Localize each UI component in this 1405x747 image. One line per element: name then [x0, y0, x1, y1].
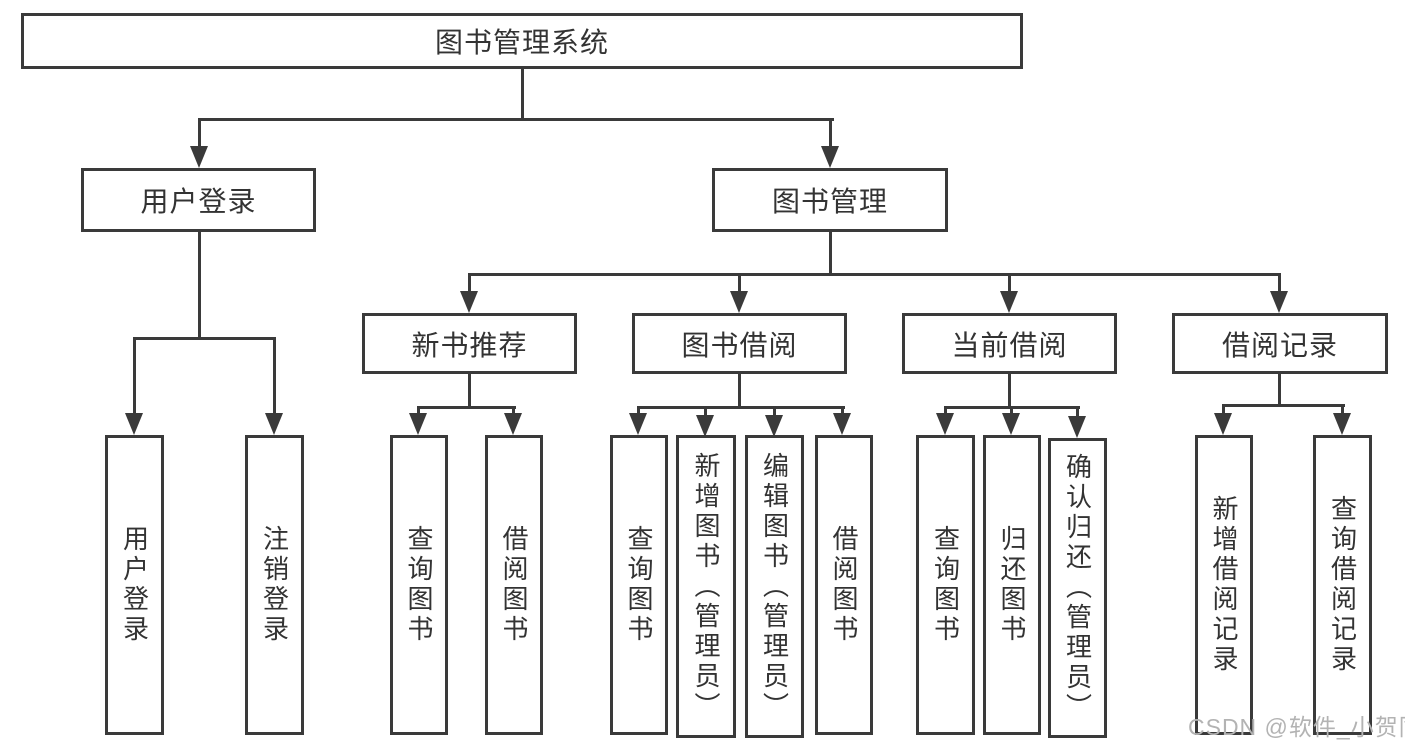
- connector-line: [198, 232, 201, 340]
- arrowhead-down-icon: [833, 413, 851, 435]
- node-leaf-add-record: 新增借阅记录: [1195, 435, 1253, 735]
- connector-line: [1341, 407, 1344, 415]
- connector-line: [704, 409, 707, 417]
- node-current-borrow: 当前借阅: [902, 313, 1117, 374]
- node-label: 新书推荐: [411, 329, 528, 361]
- node-new-book-rec: 新书推荐: [362, 313, 577, 374]
- connector-line: [637, 406, 845, 409]
- arrowhead-down-icon: [1214, 413, 1232, 435]
- node-label: 当前借阅: [951, 329, 1068, 361]
- connector-line: [521, 69, 524, 121]
- arrowhead-down-icon: [1333, 413, 1351, 435]
- node-leaf-return-book: 归还图书: [983, 435, 1041, 735]
- node-label: 借阅图书: [499, 525, 529, 645]
- connector-line: [468, 276, 471, 294]
- arrowhead-down-icon: [629, 413, 647, 435]
- connector-line: [273, 340, 276, 418]
- connector-line: [133, 340, 136, 418]
- node-root: 图书管理系统: [21, 13, 1023, 69]
- node-label: 查询图书: [404, 525, 434, 645]
- connector-line: [468, 374, 471, 408]
- node-leaf-query-book-3: 查询图书: [916, 435, 975, 735]
- arrowhead-down-icon: [696, 415, 714, 437]
- node-leaf-confirm-return: 确认归还（管理员）: [1048, 438, 1107, 738]
- connector-line: [829, 121, 832, 151]
- connector-line: [1278, 276, 1281, 294]
- arrowhead-down-icon: [460, 291, 478, 313]
- node-leaf-user-login: 用户登录: [105, 435, 164, 735]
- connector-line: [468, 273, 1281, 276]
- node-label: 编辑图书（管理员）: [759, 451, 790, 722]
- connector-line: [773, 409, 776, 417]
- arrowhead-down-icon: [125, 413, 143, 435]
- node-label: 查询借阅记录: [1327, 495, 1358, 675]
- node-leaf-query-book-1: 查询图书: [390, 435, 448, 735]
- connector-line: [738, 374, 741, 408]
- connector-line: [1222, 407, 1225, 415]
- connector-line: [1008, 276, 1011, 294]
- node-label: 注销登录: [259, 525, 290, 645]
- node-label: 图书借阅: [681, 329, 798, 361]
- arrowhead-down-icon: [1000, 291, 1018, 313]
- node-leaf-query-book-2: 查询图书: [610, 435, 668, 735]
- node-label: 图书管理系统: [434, 27, 609, 58]
- connector-line: [738, 276, 741, 294]
- arrowhead-down-icon: [936, 413, 954, 435]
- node-label: 新增借阅记录: [1209, 495, 1239, 675]
- arrowhead-down-icon: [1068, 416, 1086, 438]
- arrowhead-down-icon: [265, 413, 283, 435]
- node-label: 借阅图书: [829, 525, 859, 645]
- node-book-mgmt: 图书管理: [712, 168, 948, 232]
- node-leaf-logout: 注销登录: [245, 435, 304, 735]
- node-leaf-query-record: 查询借阅记录: [1313, 435, 1372, 735]
- connector-line: [944, 406, 1080, 409]
- arrowhead-down-icon: [190, 146, 208, 168]
- node-label: 借阅记录: [1221, 329, 1338, 361]
- arrowhead-down-icon: [765, 415, 783, 437]
- node-label: 查询图书: [624, 525, 654, 645]
- connector-line: [417, 406, 516, 409]
- connector-line: [198, 118, 834, 121]
- arrowhead-down-icon: [504, 413, 522, 435]
- node-label: 归还图书: [997, 525, 1027, 645]
- node-label: 用户登录: [119, 525, 150, 645]
- node-label: 新增图书（管理员）: [691, 451, 721, 722]
- node-book-borrow: 图书借阅: [632, 313, 847, 374]
- node-leaf-add-book: 新增图书（管理员）: [676, 435, 736, 738]
- node-borrow-records: 借阅记录: [1172, 313, 1388, 374]
- node-leaf-borrow-book-2: 借阅图书: [815, 435, 873, 735]
- node-leaf-borrow-book-1: 借阅图书: [485, 435, 543, 735]
- node-label: 查询图书: [930, 525, 961, 645]
- node-leaf-edit-book: 编辑图书（管理员）: [745, 435, 804, 738]
- arrowhead-down-icon: [821, 146, 839, 168]
- connector-line: [198, 121, 201, 151]
- csdn-watermark: CSDN @软件_小贺同学: [1188, 714, 1405, 740]
- node-label: 确认归还（管理员）: [1062, 453, 1093, 723]
- connector-line: [1008, 374, 1011, 408]
- connector-line: [1222, 404, 1345, 407]
- arrowhead-down-icon: [730, 291, 748, 313]
- node-label: 用户登录: [140, 186, 257, 217]
- node-user-login: 用户登录: [81, 168, 316, 232]
- connector-line: [1278, 374, 1281, 407]
- connector-line: [829, 232, 832, 276]
- arrowhead-down-icon: [1270, 291, 1288, 313]
- connector-line: [1076, 409, 1079, 417]
- arrowhead-down-icon: [1002, 413, 1020, 435]
- node-label: 图书管理: [771, 186, 888, 217]
- arrowhead-down-icon: [409, 413, 427, 435]
- connector-line: [133, 337, 276, 340]
